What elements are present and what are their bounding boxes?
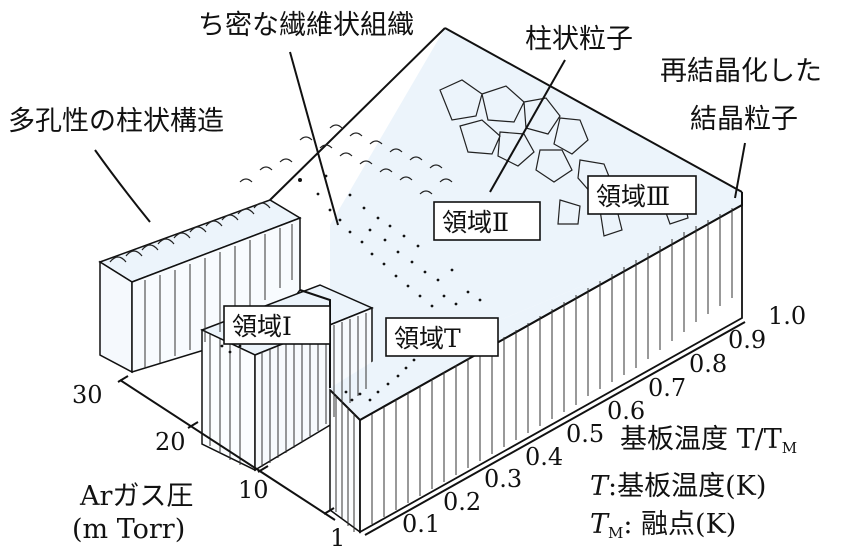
zone-1-box: 領域Ⅰ xyxy=(223,305,331,345)
pressure-axis-title: Arガス圧 xyxy=(79,481,193,512)
legend-t-desc: :基板温度(K) xyxy=(608,471,766,502)
zone-1-label: 領域Ⅰ xyxy=(232,312,292,341)
zone-2-label: 領域Ⅱ xyxy=(442,208,509,237)
recrystallized-label-line1: 再結晶化した xyxy=(660,56,822,87)
leader-lines xyxy=(94,51,746,226)
temp-tick-0.6: 0.6 xyxy=(607,397,645,425)
temp-tick-0.7: 0.7 xyxy=(648,374,686,402)
pressure-axis: 30 20 10 1 Arガス圧 (m Torr) xyxy=(72,375,345,549)
legend-t: T:基板温度(K) xyxy=(590,471,766,502)
temp-tick-1.0: 1.0 xyxy=(768,302,806,330)
legend-tm-desc: : 融点(K) xyxy=(623,509,736,540)
zone-2-box: 領域Ⅱ xyxy=(433,201,541,241)
temp-tick-0.3: 0.3 xyxy=(484,465,522,493)
temp-tick-0.9: 0.9 xyxy=(728,326,766,354)
temperature-axis: 0.1 0.2 0.3 0.4 0.5 0.6 0.7 0.8 0.9 1.0 … xyxy=(364,302,806,538)
legend-tm: TM: 融点(K) xyxy=(590,509,736,542)
temperature-axis-title: 基板温度 T/TM xyxy=(620,424,797,457)
temp-tick-0.8: 0.8 xyxy=(689,350,727,378)
zone-3-box: 領域Ⅲ xyxy=(587,175,697,215)
temp-tick-0.1: 0.1 xyxy=(402,510,440,538)
zone-3-label: 領域Ⅲ xyxy=(596,182,670,211)
rear-step-front xyxy=(99,260,133,374)
legend-t-symbol: T xyxy=(590,471,610,502)
columnar-grain-label: 柱状粒子 xyxy=(525,24,633,55)
block-body xyxy=(98,27,743,534)
recrystallized-label-line2: 結晶粒子 xyxy=(690,104,798,135)
pressure-tick-1: 1 xyxy=(330,524,345,549)
pressure-tick-10: 10 xyxy=(238,476,269,504)
pressure-axis-unit: (m Torr) xyxy=(72,514,185,545)
temp-tick-0.5: 0.5 xyxy=(566,420,604,448)
zone-t-box: 領域T xyxy=(385,317,499,357)
porous-columnar-label: 多孔性の柱状構造 xyxy=(8,106,224,137)
zone-t-label: 領域T xyxy=(394,324,461,353)
temp-tick-0.2: 0.2 xyxy=(443,488,481,516)
pressure-tick-20: 20 xyxy=(155,428,186,456)
temperature-axis-title-sub: M xyxy=(782,439,797,457)
legend: T:基板温度(K) TM: 融点(K) xyxy=(590,471,766,542)
front-step-top xyxy=(330,205,742,420)
pressure-tick-30: 30 xyxy=(72,381,103,409)
legend-tm-symbol: T xyxy=(590,509,610,540)
dense-fiber-label: ち密な繊維状組織 xyxy=(198,10,414,41)
temperature-axis-title-text: 基板温度 T/T xyxy=(620,424,782,455)
legend-tm-sub: M xyxy=(608,524,623,542)
temp-tick-0.4: 0.4 xyxy=(525,443,563,471)
